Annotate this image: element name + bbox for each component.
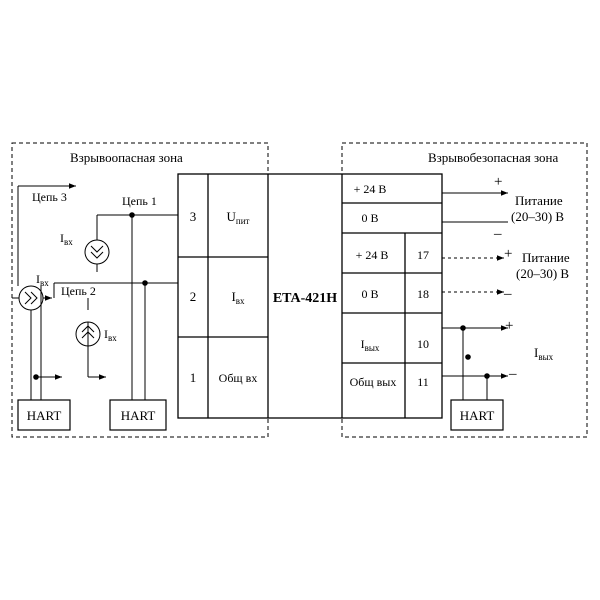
- chevron-right-icon: [30, 291, 38, 305]
- left-terminal-num: 2: [190, 289, 197, 304]
- circuit-3-label: Цепь 3: [32, 190, 67, 204]
- hazardous-zone-frame: [11, 142, 269, 438]
- left-terminal-label: Uпит: [227, 209, 250, 226]
- circuit-2-label: Цепь 2: [61, 284, 96, 298]
- right-terminal-label: 0 В: [361, 287, 378, 301]
- right-terminal-label: + 24 В: [354, 182, 387, 196]
- plus-sign: +: [494, 174, 502, 190]
- junction-dot: [465, 354, 471, 360]
- chevron-down-icon: [90, 251, 104, 259]
- hazardous-zone-label: Взрывоопасная зона: [70, 150, 183, 165]
- device-name: ETA-421H: [273, 291, 337, 306]
- right-terminal-num: 17: [417, 248, 429, 262]
- hart-box: [450, 399, 504, 431]
- power-range: (20–30) В: [511, 209, 564, 224]
- junction-dot: [142, 280, 148, 286]
- current-source-icon: [75, 321, 101, 347]
- minus-sign: –: [493, 226, 502, 242]
- chevron-up-icon: [81, 331, 95, 339]
- right-terminal-label: Iвых: [361, 337, 380, 353]
- hart-label: HART: [460, 408, 495, 423]
- chevron-down-icon: [90, 245, 104, 253]
- left-terminal-num: 3: [190, 209, 197, 224]
- minus-sign: –: [508, 366, 517, 382]
- right-terminal-num: 10: [417, 337, 429, 351]
- minus-sign: –: [503, 286, 512, 302]
- safe-zone-label: Взрывобезопасная зона: [428, 150, 558, 165]
- hart-box: [109, 399, 167, 431]
- hart-label: HART: [27, 408, 62, 423]
- source-label: Iвх: [104, 327, 117, 343]
- right-terminal-num: 11: [417, 375, 429, 389]
- junction-dot: [129, 212, 135, 218]
- power-range: (20–30) В: [516, 266, 569, 281]
- right-terminal-num: 18: [417, 287, 429, 301]
- right-terminal-label: Общ вых: [350, 375, 397, 389]
- plus-sign: +: [505, 318, 513, 334]
- power-title: Питание: [515, 193, 563, 208]
- circuit-1-label: Цепь 1: [122, 194, 157, 208]
- left-terminal-label: Общ вх: [219, 371, 258, 385]
- right-terminal-label: + 24 В: [356, 248, 389, 262]
- chevron-right-icon: [24, 291, 32, 305]
- source-label: Iвх: [36, 272, 49, 288]
- hart-box: [17, 399, 71, 431]
- power-title: Питание: [522, 250, 570, 265]
- left-terminal-num: 1: [190, 370, 197, 385]
- right-terminal-label: 0 В: [361, 211, 378, 225]
- source-label: Iвх: [60, 231, 73, 247]
- output-label: Iвых: [534, 345, 554, 362]
- hart-label: HART: [121, 408, 156, 423]
- chevron-up-icon: [81, 325, 95, 333]
- plus-sign: +: [504, 246, 512, 262]
- left-terminal-label: Iвх: [231, 289, 245, 306]
